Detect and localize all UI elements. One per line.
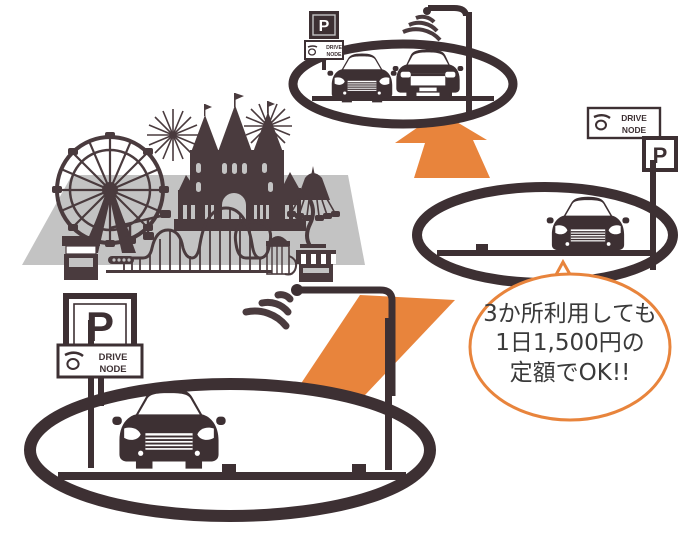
middle-parking-lot: [412, 160, 678, 288]
ticket-booth-icon: [62, 236, 100, 280]
svg-text:DRIVE: DRIVE: [621, 113, 647, 123]
roller-coaster-icon: [130, 206, 273, 260]
top-parking-lot: [288, 5, 518, 129]
coaster-train: [108, 256, 134, 264]
right-parking-sign[interactable]: P: [642, 136, 678, 172]
right-sign-letter: P: [653, 143, 668, 168]
svg-text:DRIVE: DRIVE: [99, 351, 128, 362]
top-sign-letter: P: [319, 18, 330, 35]
bottom-left-sign[interactable]: P DRIVE NODE: [56, 293, 144, 406]
orange-arrow-upper: [395, 112, 490, 178]
bottom-sign-letter: P: [86, 303, 114, 350]
wifi-signal-icon-top: [402, 12, 442, 42]
speech-bubble: [468, 258, 672, 422]
amusement-park: [22, 93, 365, 282]
svg-text:NODE: NODE: [99, 363, 126, 374]
food-stall-icon: [296, 250, 336, 282]
svg-text:NODE: NODE: [622, 125, 647, 135]
carousel-icon: [287, 166, 340, 248]
right-drive-node-sign[interactable]: DRIVE NODE: [586, 106, 662, 140]
cage-stall-icon: [266, 236, 298, 276]
svg-text:NODE: NODE: [327, 52, 343, 58]
swing-ride-icon: [109, 213, 166, 238]
top-sign[interactable]: P DRIVE NODE: [304, 11, 344, 70]
bottom-parking-lot: [24, 318, 436, 522]
svg-text:DRIVE: DRIVE: [326, 45, 342, 51]
coaster-supports: [123, 209, 261, 272]
